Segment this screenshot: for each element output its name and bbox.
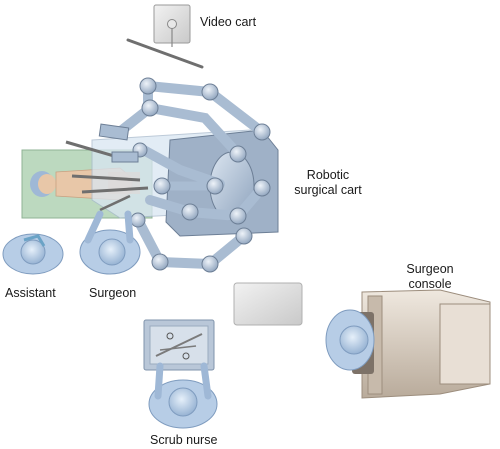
sterile-tray — [233, 282, 303, 326]
label-robotic-surgical-cart-line2: surgical cart — [294, 183, 362, 197]
label-robotic-surgical-cart-line1: Robotic — [306, 168, 350, 182]
label-surgeon-console: Surgeon console — [398, 262, 462, 292]
video-cart — [126, 4, 204, 69]
assistant-figure — [2, 233, 64, 275]
label-robotic-surgical-cart: Robotic surgical cart — [282, 168, 374, 198]
label-scrub-nurse: Scrub nurse — [150, 433, 218, 447]
console-surgeon-figure — [325, 309, 375, 371]
instrument-table — [143, 319, 215, 371]
label-video-cart: Video cart — [200, 15, 257, 29]
label-surgeon-console-line2: console — [408, 277, 452, 291]
label-surgeon-console-line1: Surgeon — [406, 262, 454, 276]
label-surgeon: Surgeon — [89, 286, 137, 300]
surgeon-figure — [79, 210, 141, 275]
scrub-nurse-figure — [148, 362, 218, 429]
robotic-surgical-cart — [65, 77, 279, 273]
label-assistant: Assistant — [5, 286, 56, 300]
